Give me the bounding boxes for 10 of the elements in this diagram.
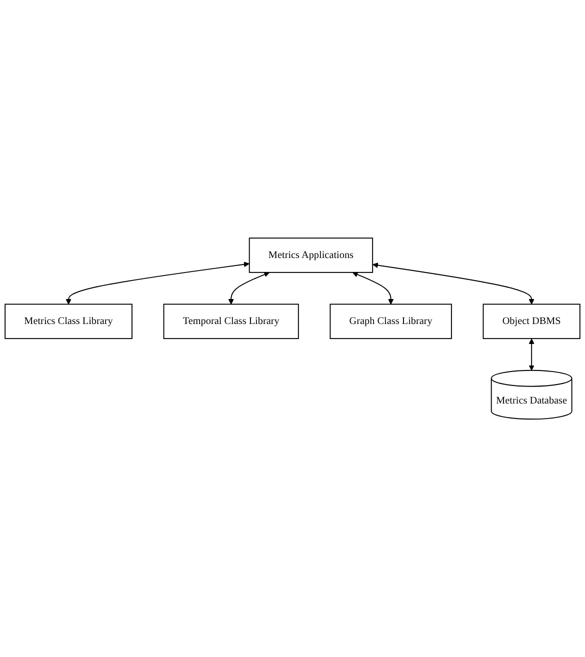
arrow [528,338,534,370]
node-box: Temporal Class Library [163,304,299,339]
arrow [66,261,250,304]
arrow [352,272,394,304]
node-box: Metrics Class Library [4,304,132,339]
node-box: Metrics Applications [248,237,374,273]
node-box: Object DBMS [482,304,580,339]
node-box: Graph Class Library [330,304,452,339]
arrow [372,262,534,304]
arrow [228,272,270,304]
